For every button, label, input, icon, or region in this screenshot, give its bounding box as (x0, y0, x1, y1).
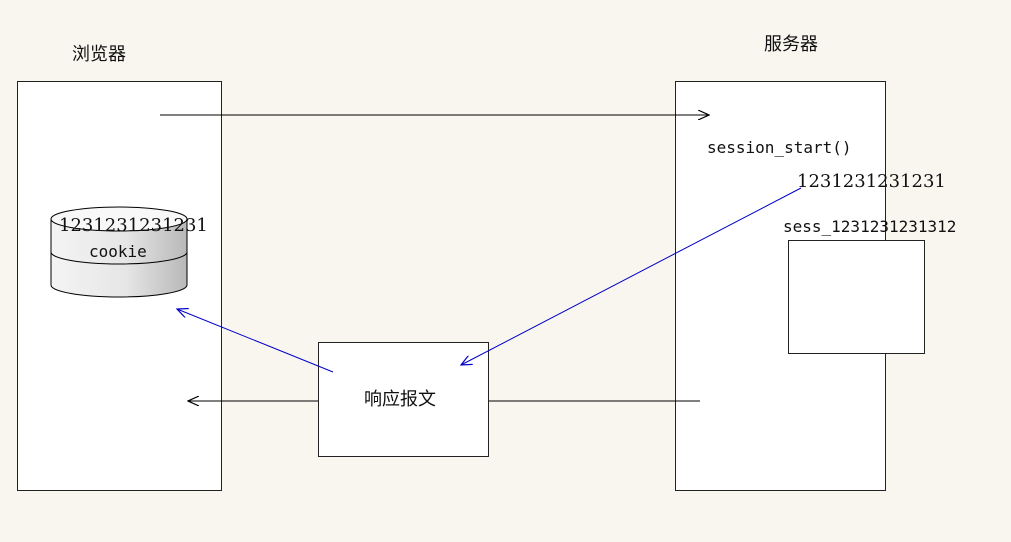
browser-title: 浏览器 (72, 44, 126, 65)
set-cookie-arrow (177, 309, 334, 373)
cookie-label: cookie (89, 242, 147, 261)
response-label: 响应报文 (364, 389, 436, 410)
session-start-call: session_start() (707, 138, 852, 157)
session-file-name: sess_1231231231312 (783, 217, 957, 236)
cookie-cylinder (50, 206, 188, 298)
session-id-arrow (461, 187, 802, 365)
cookie-value: 1231231231231 (59, 215, 208, 236)
server-title: 服务器 (764, 34, 818, 55)
session-id-text: 1231231231231 (797, 171, 946, 192)
session-file-box (788, 240, 925, 354)
